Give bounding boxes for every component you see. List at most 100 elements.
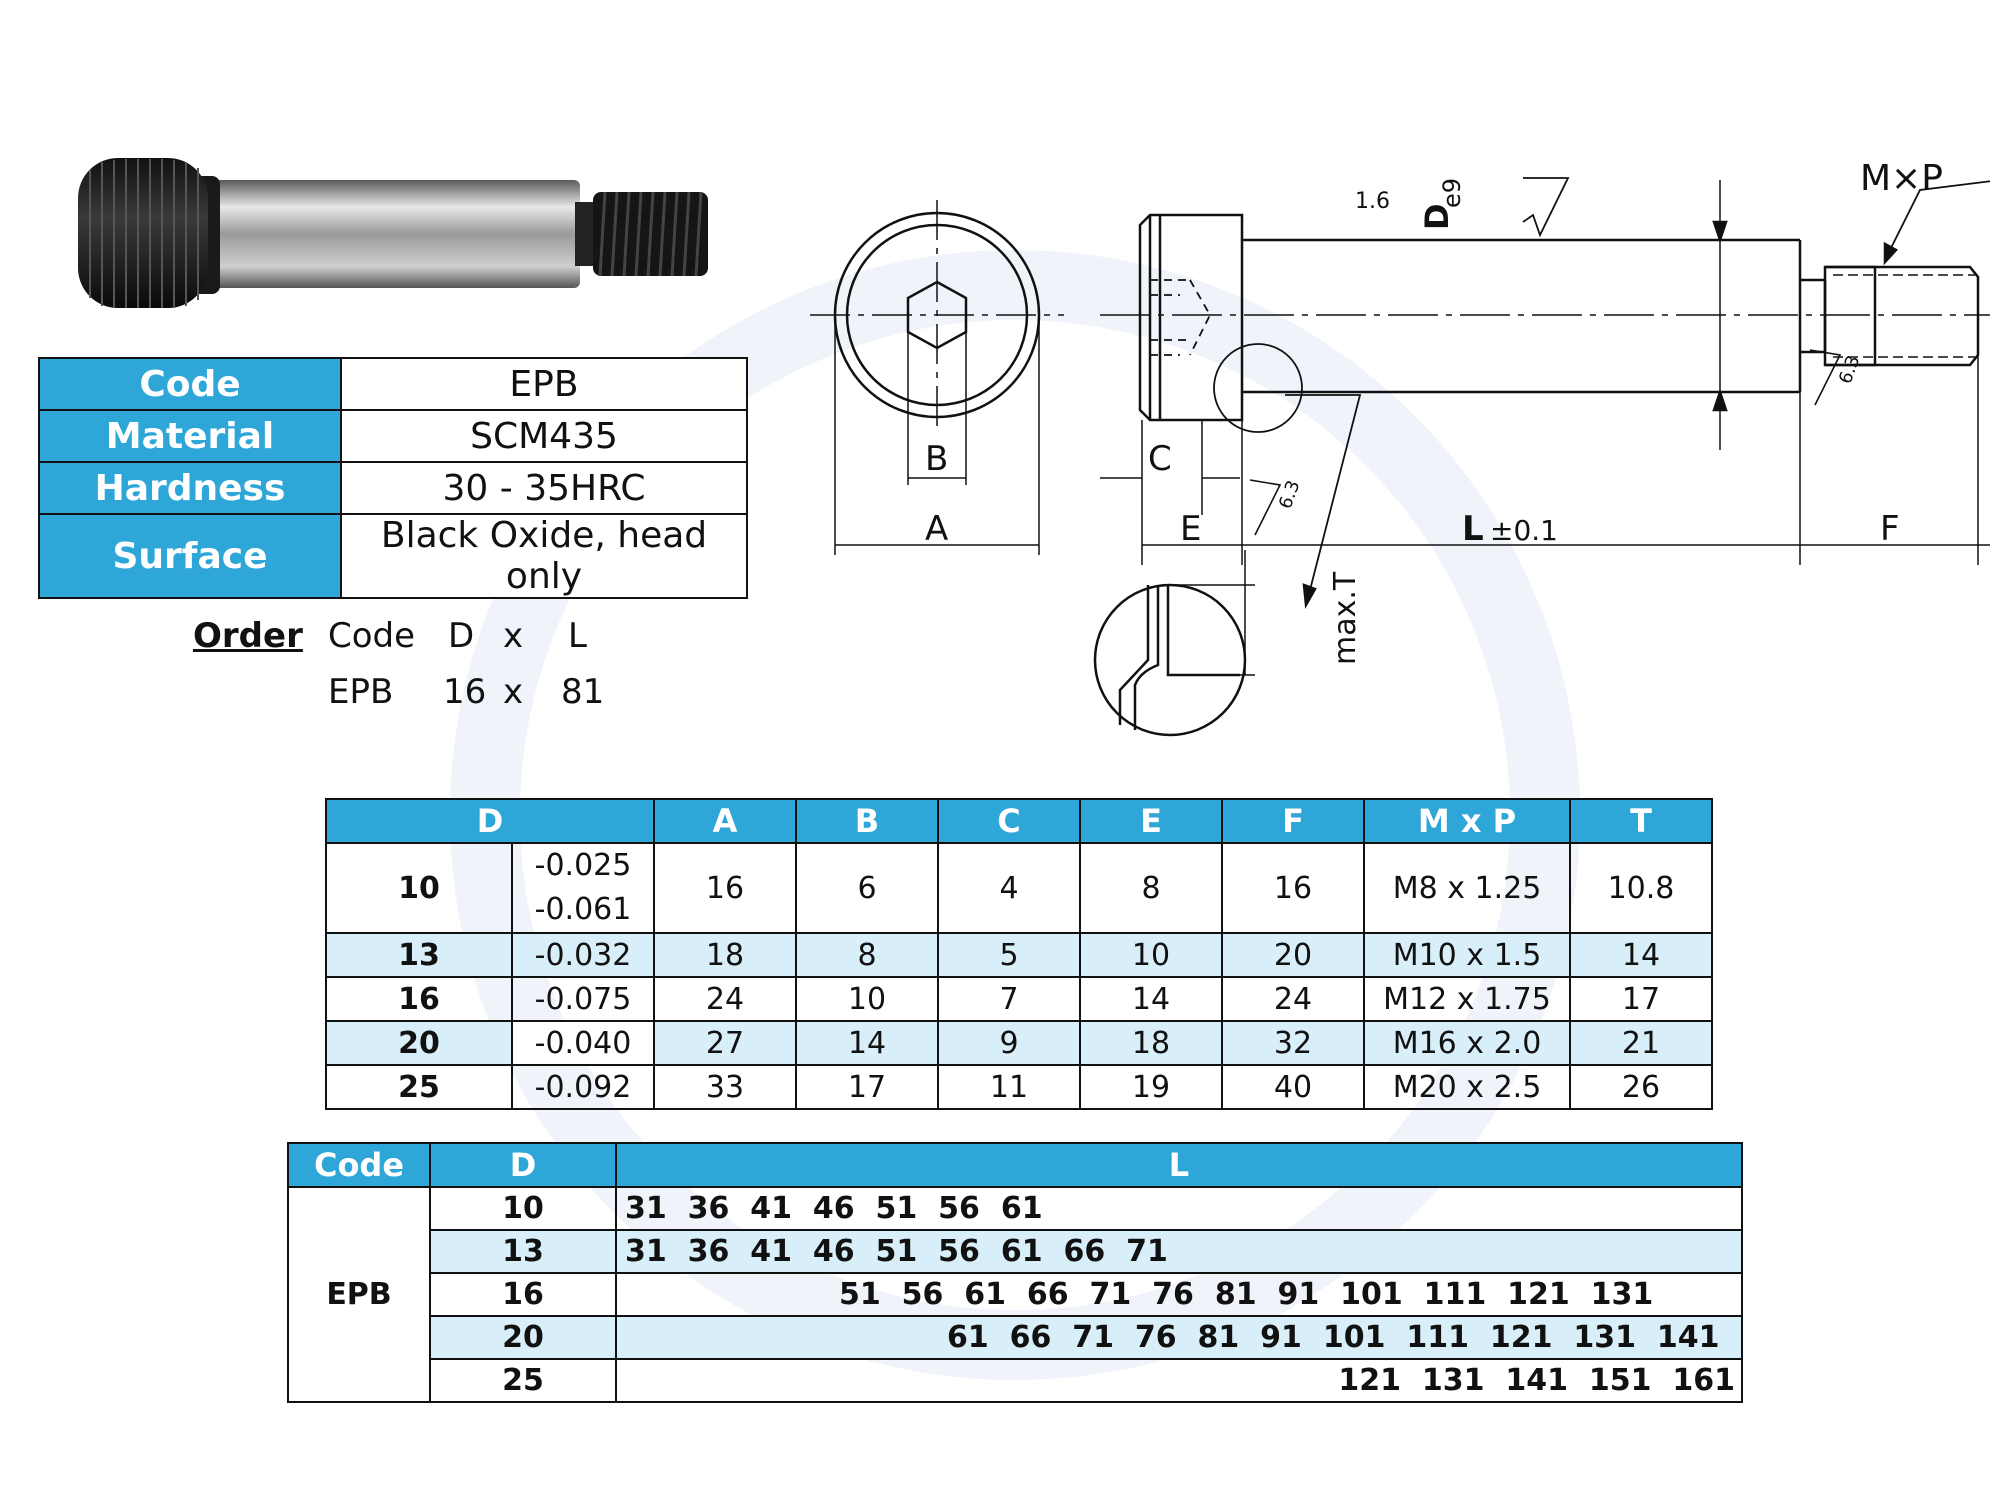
order-label: Order xyxy=(193,616,303,656)
cell-d: 20 xyxy=(325,1020,513,1066)
table-row: 13 -0.032 18 8 5 10 20 M10 x 1.5 14 xyxy=(325,932,1713,978)
cell-lengths: 31 36 41 46 51 56 61 xyxy=(615,1186,1743,1231)
table-row: 13 31 36 41 46 51 56 61 66 71 xyxy=(288,1229,1743,1274)
length-header-row: Code D L xyxy=(287,1142,1743,1188)
col-header-f: F xyxy=(1221,798,1365,844)
col-header-mxp: M x P xyxy=(1363,798,1571,844)
order-header-l: L xyxy=(568,616,587,656)
cell-tolerance: -0.040 xyxy=(511,1020,655,1066)
order-header-d: D xyxy=(448,616,475,656)
spec-label: Material xyxy=(38,409,342,463)
table-row: 25 -0.092 33 17 11 19 40 M20 x 2.5 26 xyxy=(325,1064,1713,1110)
cell-e: 18 xyxy=(1079,1020,1223,1066)
cell-d: 20 xyxy=(429,1315,617,1360)
cell-tolerance: -0.092 xyxy=(511,1064,655,1110)
cell-mxp: M8 x 1.25 xyxy=(1363,842,1571,934)
cell-b: 6 xyxy=(795,842,939,934)
dim-l-label: L xyxy=(1462,509,1484,549)
cell-c: 7 xyxy=(937,976,1081,1022)
cell-e: 14 xyxy=(1079,976,1223,1022)
col-header-d: D xyxy=(429,1142,617,1188)
table-row: 16 51 56 61 66 71 76 81 91 101 111 121 1… xyxy=(288,1272,1743,1317)
spec-row: Hardness 30 - 35HRC xyxy=(38,461,748,515)
cell-a: 27 xyxy=(653,1020,797,1066)
roughness-6-3-left: 6.3 xyxy=(1275,478,1305,512)
order-header-code: Code xyxy=(328,616,416,656)
cell-d: 16 xyxy=(325,976,513,1022)
col-header-l: L xyxy=(615,1142,1743,1188)
cell-f: 16 xyxy=(1221,842,1365,934)
cell-mxp: M10 x 1.5 xyxy=(1363,932,1571,978)
table-row: 10 -0.025 -0.061 16 6 4 8 16 M8 x 1.25 10… xyxy=(325,842,1713,934)
dim-a-label: A xyxy=(925,509,948,549)
cell-d: 10 xyxy=(325,842,513,934)
cell-lengths: 121 131 141 151 161 xyxy=(615,1358,1743,1403)
dim-f-label: F xyxy=(1880,509,1900,549)
cell-d: 25 xyxy=(325,1064,513,1110)
dim-d-tolerance: e9 xyxy=(1438,178,1466,208)
roughness-1-6: 1.6 xyxy=(1355,189,1390,214)
spec-row: Surface Black Oxide, head only xyxy=(38,513,748,599)
cell-t: 21 xyxy=(1569,1020,1713,1066)
spec-row: Material SCM435 xyxy=(38,409,748,463)
side-view xyxy=(1100,177,1990,610)
end-view xyxy=(810,200,1064,555)
table-row: 25 121 131 141 151 161 xyxy=(288,1358,1743,1403)
col-header-t: T xyxy=(1569,798,1713,844)
cell-t: 10.8 xyxy=(1569,842,1713,934)
photo-head xyxy=(78,158,208,308)
tolerance-lower: -0.061 xyxy=(534,892,632,927)
cell-c: 4 xyxy=(937,842,1081,934)
cell-lengths: 51 56 61 66 71 76 81 91 101 111 121 131 xyxy=(615,1272,1743,1317)
table-row: 16 -0.075 24 10 7 14 24 M12 x 1.75 17 xyxy=(325,976,1713,1022)
cell-c: 5 xyxy=(937,932,1081,978)
cell-a: 24 xyxy=(653,976,797,1022)
cell-b: 10 xyxy=(795,976,939,1022)
cell-f: 24 xyxy=(1221,976,1365,1022)
cell-f: 20 xyxy=(1221,932,1365,978)
dimension-header-row: D A B C E F M x P T xyxy=(325,798,1713,844)
cell-d: 10 xyxy=(429,1186,617,1231)
dim-d-label: D xyxy=(1418,203,1456,230)
photo-thread xyxy=(593,191,708,277)
col-header-c: C xyxy=(937,798,1081,844)
cell-lengths: 31 36 41 46 51 56 61 66 71 xyxy=(615,1229,1743,1274)
cell-e: 19 xyxy=(1079,1064,1223,1110)
product-photo xyxy=(78,158,708,308)
spec-value: Black Oxide, head only xyxy=(340,513,748,599)
spec-table: Code EPB Material SCM435 Hardness 30 - 3… xyxy=(38,357,748,599)
spec-value: SCM435 xyxy=(340,409,748,463)
order-example-l: 81 xyxy=(561,672,605,712)
spec-label: Surface xyxy=(38,513,342,599)
cell-d: 25 xyxy=(429,1358,617,1403)
cell-t: 14 xyxy=(1569,932,1713,978)
tolerance-upper: -0.025 xyxy=(534,848,632,883)
detail-view xyxy=(1093,550,1255,737)
cell-mxp: M16 x 2.0 xyxy=(1363,1020,1571,1066)
col-header-e: E xyxy=(1079,798,1223,844)
spec-value: 30 - 35HRC xyxy=(340,461,748,515)
cell-f: 32 xyxy=(1221,1020,1365,1066)
cell-tolerance: -0.025 -0.061 xyxy=(511,842,655,934)
cell-a: 33 xyxy=(653,1064,797,1110)
dim-c-label: C xyxy=(1148,439,1172,479)
dim-b-label: B xyxy=(925,439,948,479)
spec-label: Hardness xyxy=(38,461,342,515)
dim-e-label: E xyxy=(1180,509,1201,549)
cell-b: 8 xyxy=(795,932,939,978)
cell-a: 16 xyxy=(653,842,797,934)
cell-c: 9 xyxy=(937,1020,1081,1066)
cell-e: 8 xyxy=(1079,842,1223,934)
col-header-a: A xyxy=(653,798,797,844)
cell-d: 13 xyxy=(429,1229,617,1274)
col-header-b: B xyxy=(795,798,939,844)
col-header-d: D xyxy=(325,798,655,844)
length-table: Code D L EPB 10 31 36 41 46 51 56 61 13 … xyxy=(287,1142,1743,1403)
cell-code: EPB xyxy=(287,1186,431,1403)
cell-d: 16 xyxy=(429,1272,617,1317)
order-example-d: 16 xyxy=(443,672,487,712)
order-example: Order Code D x L EPB 16 x 81 xyxy=(193,608,693,728)
spec-label: Code xyxy=(38,357,342,411)
dim-l-tolerance: ±0.1 xyxy=(1490,514,1558,547)
cell-f: 40 xyxy=(1221,1064,1365,1110)
